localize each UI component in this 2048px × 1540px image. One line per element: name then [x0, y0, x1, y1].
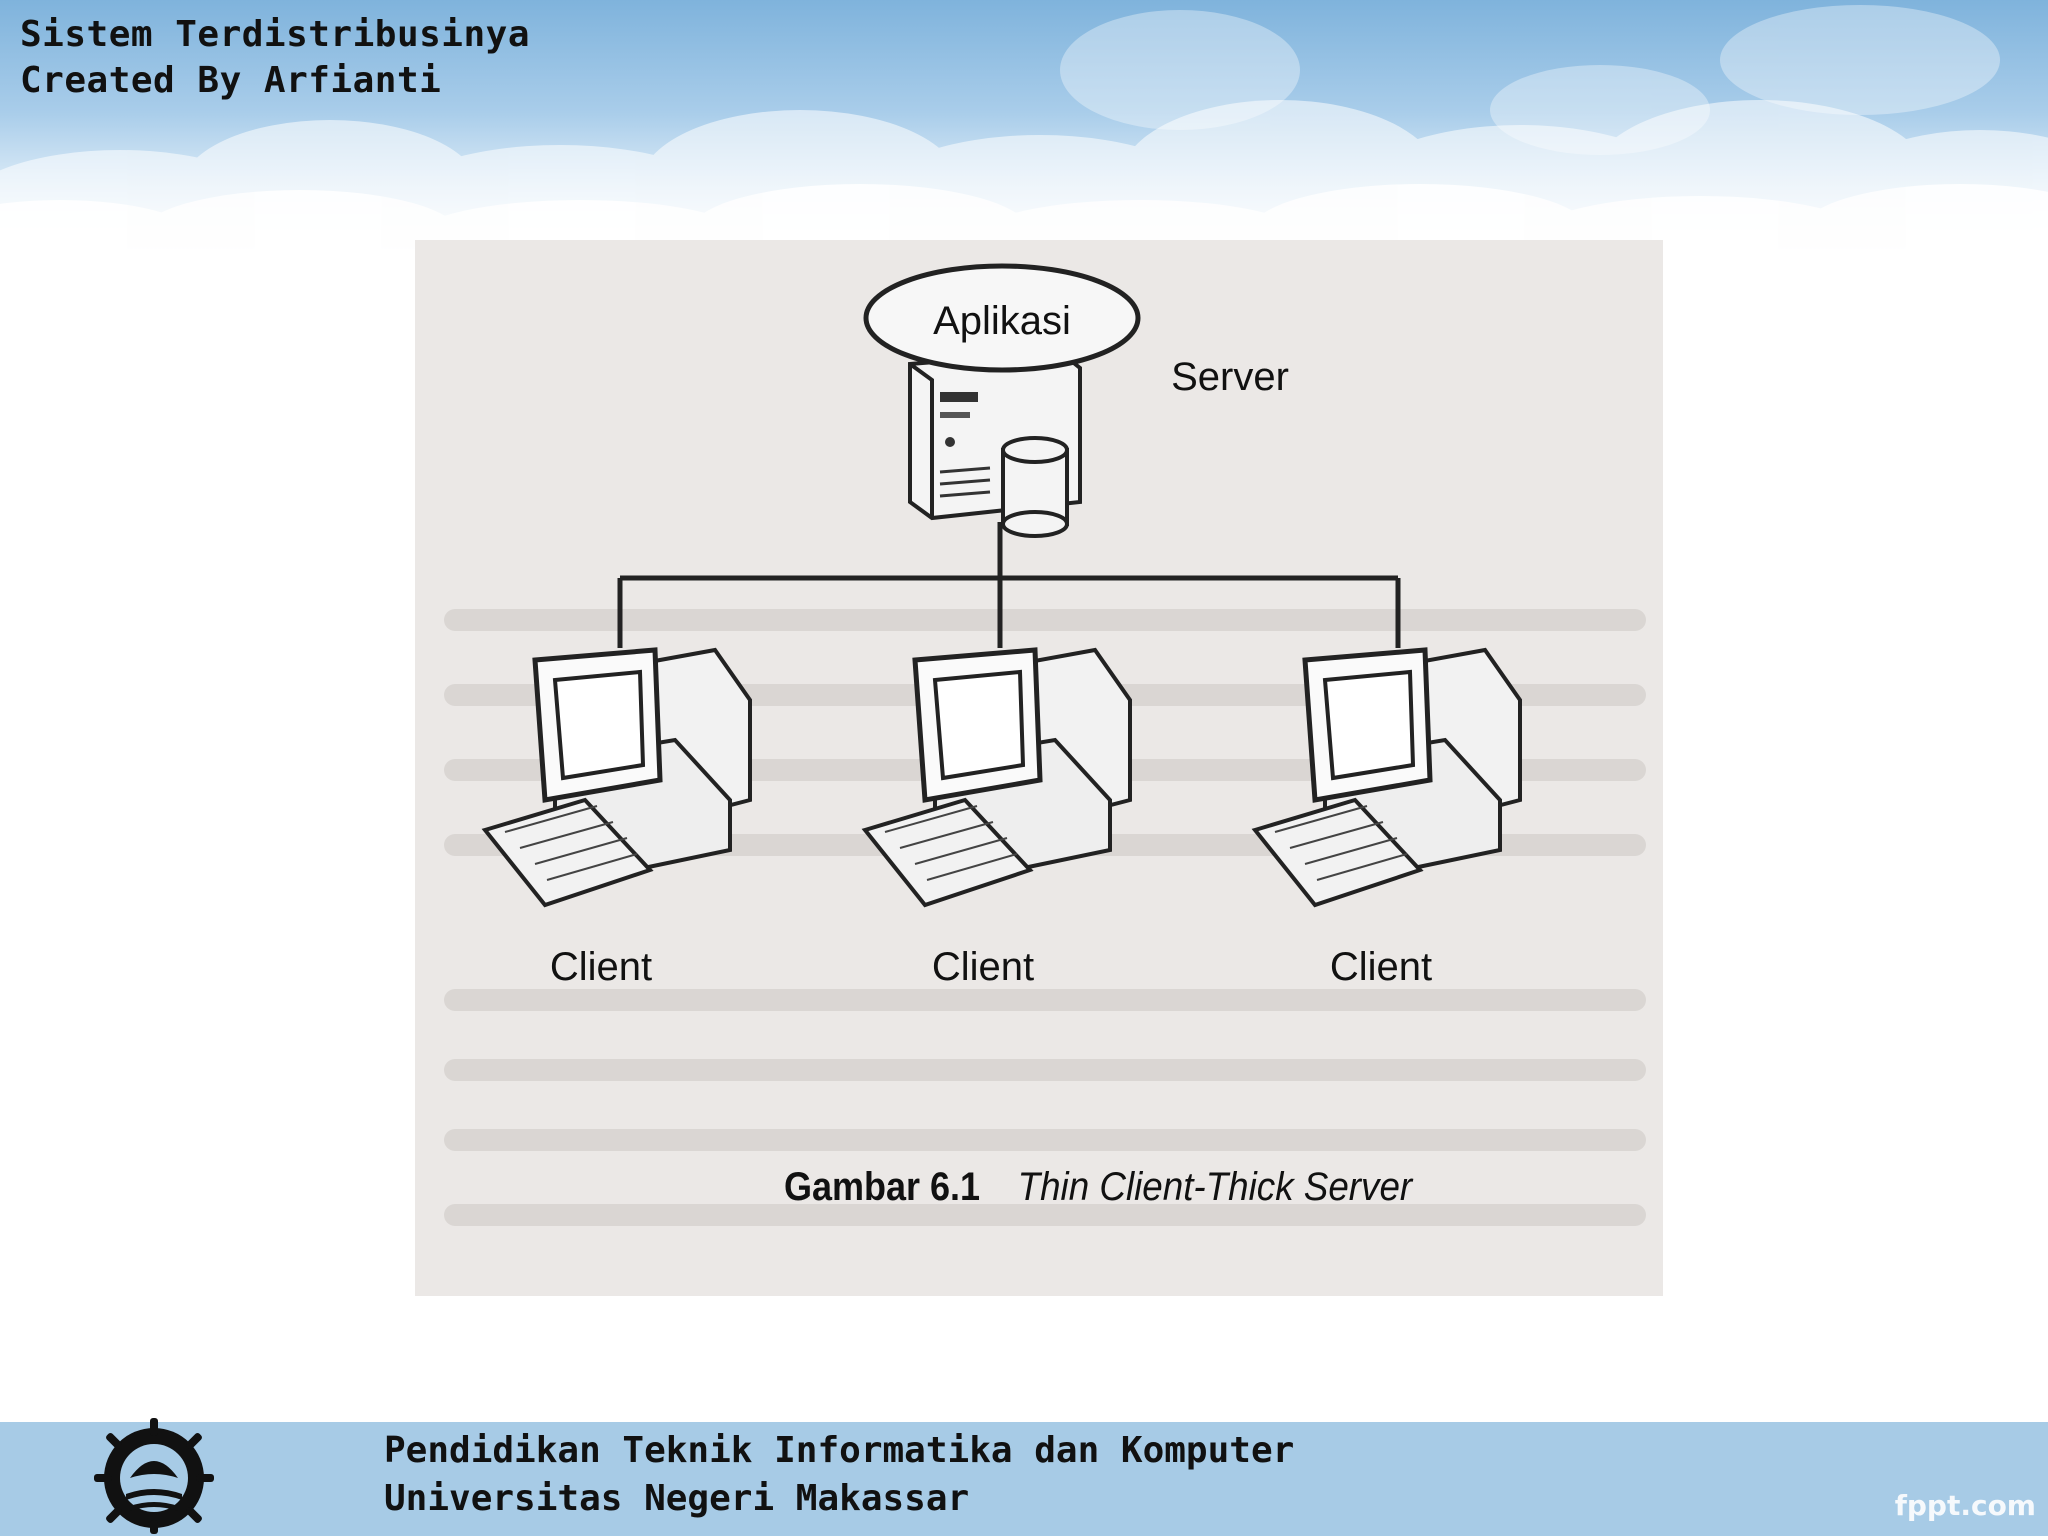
- footer-bar: Pendidikan Teknik Informatika dan Komput…: [0, 1422, 2048, 1536]
- header-author: Created By Arfianti: [20, 60, 442, 101]
- app-label: Aplikasi: [933, 299, 1071, 343]
- client-label: Client: [550, 945, 652, 989]
- client-label: Client: [1330, 945, 1432, 989]
- network-connections: [617, 522, 1401, 648]
- university-logo-icon: [90, 1414, 218, 1536]
- footer-university: Universitas Negeri Makassar: [384, 1478, 970, 1519]
- client-computer-icon: [861, 647, 1132, 908]
- client-label: Client: [932, 945, 1034, 989]
- application-ellipse: [863, 263, 1141, 373]
- header-title: Sistem Terdistribusinya: [20, 14, 530, 55]
- thin-client-diagram: Aplikasi Server: [444, 263, 1646, 1226]
- figure-caption-title: Thin Client-Thick Server: [1018, 1165, 1415, 1210]
- fppt-watermark: fppt.com: [1894, 1489, 2036, 1522]
- client-computer-icon: [481, 647, 752, 908]
- figure-caption-number: Gambar 6.1: [784, 1165, 980, 1209]
- server-label: Server: [1171, 355, 1289, 399]
- sky-cloud-background: [0, 0, 2048, 250]
- diagram-figure: Aplikasi Server: [415, 240, 1663, 1296]
- database-icon: [1001, 436, 1069, 538]
- footer-department: Pendidikan Teknik Informatika dan Komput…: [384, 1430, 1295, 1471]
- client-computer-icon: [1251, 647, 1522, 908]
